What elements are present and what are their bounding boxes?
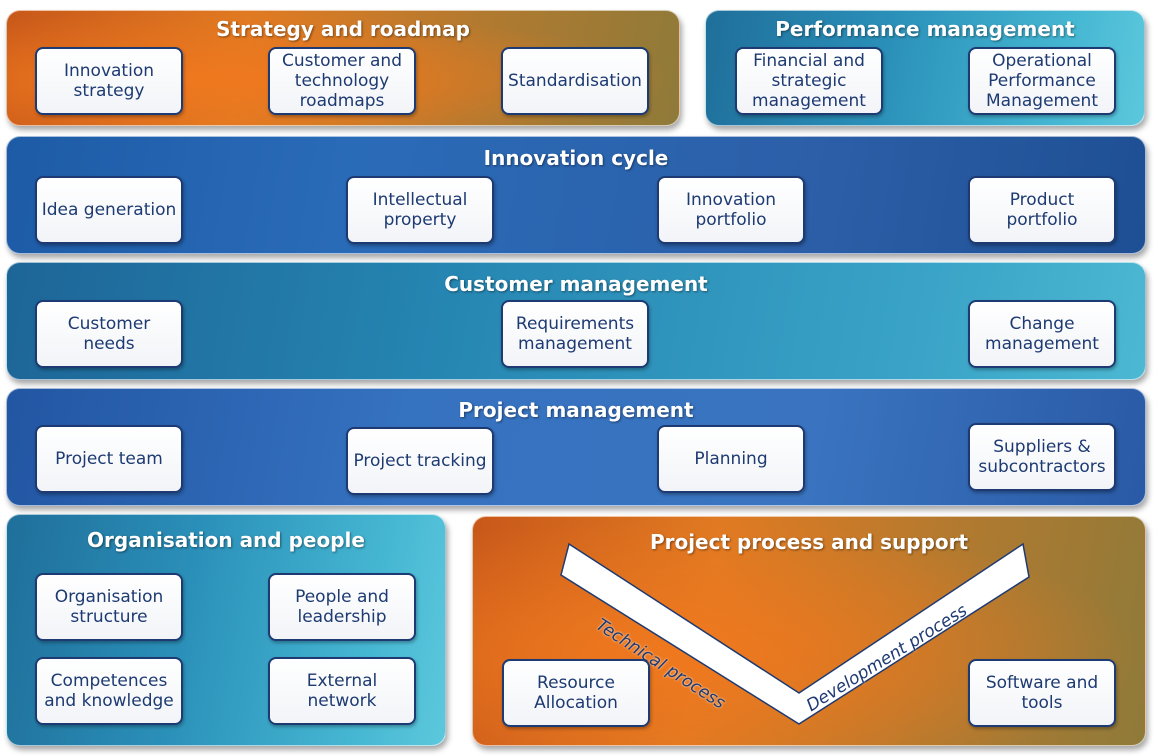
idea-generation-box[interactable]: Idea generation xyxy=(35,176,183,244)
innovation-portfolio-box[interactable]: Innovation portfolio xyxy=(657,176,805,244)
panel-title: Organisation and people xyxy=(87,528,365,552)
customer-management-panel: Customer management Customer needs Requi… xyxy=(6,262,1146,380)
panel-title: Project management xyxy=(458,398,694,422)
requirements-management-box[interactable]: Requirements management xyxy=(501,300,649,368)
v-model-shape xyxy=(560,542,1030,725)
planning-box[interactable]: Planning xyxy=(657,425,805,493)
change-management-box[interactable]: Change management xyxy=(968,300,1116,368)
project-tracking-box[interactable]: Project tracking xyxy=(346,427,494,495)
competences-knowledge-box[interactable]: Competences and knowledge xyxy=(35,657,183,725)
panel-title: Customer management xyxy=(444,272,708,296)
v-model-diagram xyxy=(560,542,1030,725)
strategy-roadmap-panel: Strategy and roadmap Innovation strategy… xyxy=(6,10,680,126)
organisation-people-panel: Organisation and people Organisation str… xyxy=(6,514,446,746)
people-leadership-box[interactable]: People and leadership xyxy=(268,573,416,641)
standardisation-box[interactable]: Standardisation xyxy=(501,47,649,115)
project-process-support-panel: Project process and support Technical pr… xyxy=(472,516,1146,746)
panel-title: Innovation cycle xyxy=(483,146,669,170)
innovation-strategy-box[interactable]: Innovation strategy xyxy=(35,47,183,115)
financial-strategic-management-box[interactable]: Financial and strategic management xyxy=(735,47,883,115)
intellectual-property-box[interactable]: Intellectual property xyxy=(346,176,494,244)
product-portfolio-box[interactable]: Product portfolio xyxy=(968,176,1116,244)
organisation-structure-box[interactable]: Organisation structure xyxy=(35,573,183,641)
panel-title: Strategy and roadmap xyxy=(216,17,470,41)
customer-technology-roadmaps-box[interactable]: Customer and technology roadmaps xyxy=(268,47,416,115)
project-management-panel: Project management Project team Project … xyxy=(6,388,1146,506)
suppliers-subcontractors-box[interactable]: Suppliers & subcontractors xyxy=(968,423,1116,491)
performance-management-panel: Performance management Financial and str… xyxy=(705,10,1145,126)
external-network-box[interactable]: External network xyxy=(268,657,416,725)
panel-title: Project process and support xyxy=(649,530,969,554)
operational-performance-management-box[interactable]: Operational Performance Management xyxy=(968,47,1116,115)
software-tools-box[interactable]: Software and tools xyxy=(968,659,1116,727)
resource-allocation-box[interactable]: Resource Allocation xyxy=(502,659,650,727)
panel-title: Performance management xyxy=(775,17,1075,41)
customer-needs-box[interactable]: Customer needs xyxy=(35,300,183,368)
project-team-box[interactable]: Project team xyxy=(35,425,183,493)
innovation-cycle-panel: Innovation cycle Idea generation Intelle… xyxy=(6,136,1146,254)
